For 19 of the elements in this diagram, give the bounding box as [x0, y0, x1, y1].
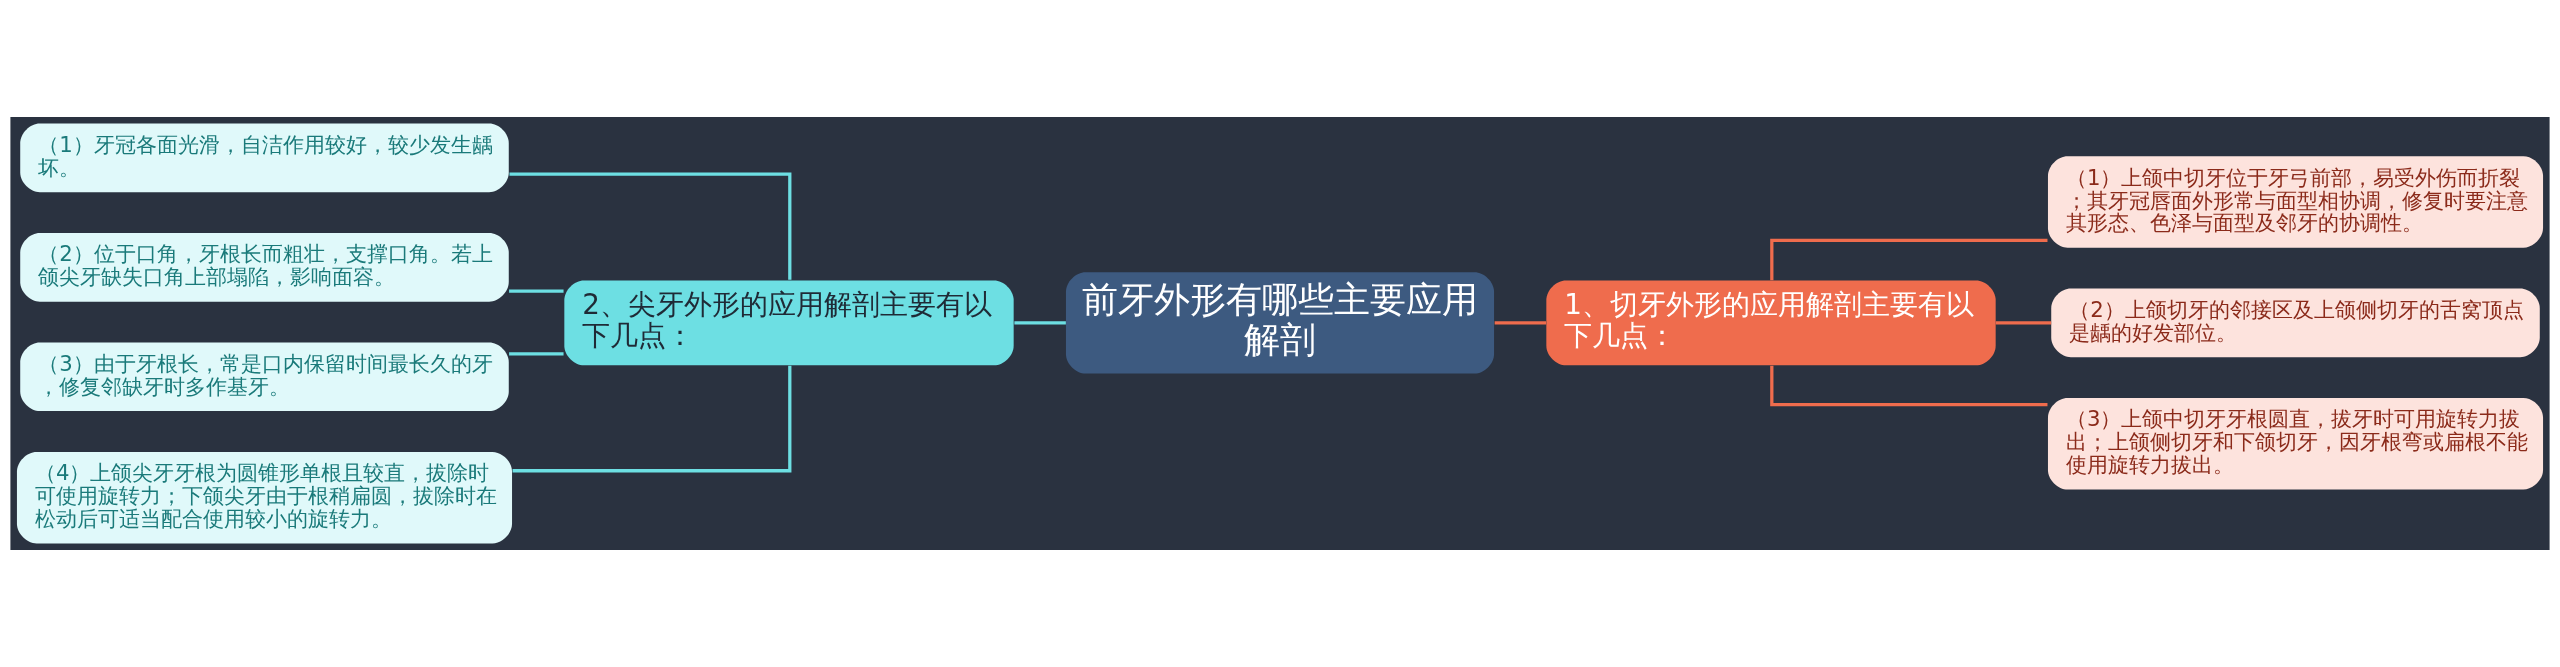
- connector: [512, 365, 792, 473]
- connector: [1770, 238, 2048, 281]
- connector: [1770, 365, 2048, 407]
- node-box: （2）上颌切牙的邻接区及上颌侧切牙的舌窝顶点是龋的好发部位。: [2051, 288, 2540, 358]
- connector: [1494, 321, 1546, 325]
- node-box: （4）上颌尖牙牙根为圆锥形单根且较直，拔除时可使用旋转力；下颌尖牙由于根稍扁圆，拔除时在松动后可适当配合使用较小的旋转力。: [16, 451, 513, 544]
- connector: [1995, 321, 2052, 325]
- node-box: 前牙外形有哪些主要应用解剖: [1065, 272, 1495, 374]
- node-box: 1、切牙外形的应用解剖主要有以下几点：: [1546, 280, 1996, 366]
- node-box: （1）上颌中切牙位于牙弓前部，易受外伤而折裂；其牙冠唇面外形常与面型相协调，修复时要注意其形态、色泽与面型及邻牙的协调性。: [2047, 156, 2544, 248]
- node-box: （2）位于口角，牙根长而粗壮，支撑口角。若上颌尖牙缺失口角上部塌陷，影响面容。: [20, 233, 509, 302]
- node-box: （3）由于牙根长，常是口内保留时间最长久的牙，修复邻缺牙时多作基牙。: [20, 342, 509, 412]
- connector: [509, 352, 564, 356]
- connector: [509, 289, 564, 293]
- connector: [509, 172, 792, 280]
- node-box: （3）上颌中切牙牙根圆直，拔牙时可用旋转力拔出；上颌侧切牙和下颌切牙，因牙根弯或扁根不能使用旋转力拔出。: [2047, 398, 2544, 490]
- connector: [1014, 321, 1066, 325]
- node-box: 2、尖牙外形的应用解剖主要有以下几点：: [564, 280, 1014, 366]
- node-box: （1）牙冠各面光滑，自洁作用较好，较少发生龋坏。: [20, 123, 509, 193]
